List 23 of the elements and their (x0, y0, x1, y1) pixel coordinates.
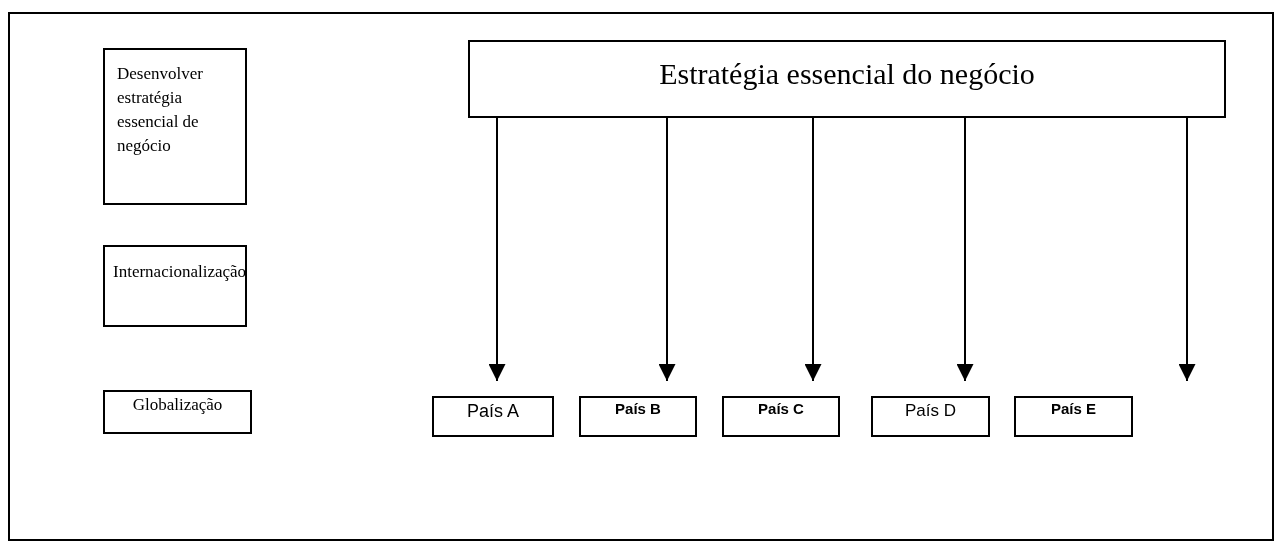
process-box (871, 396, 990, 437)
arrow (488, 117, 506, 382)
process-box (468, 40, 1226, 118)
box-label: Desenvolver estratégia essencial de negócio (117, 63, 204, 157)
process-box (432, 396, 554, 437)
process-box (579, 396, 697, 437)
box-label: Estratégia essencial do negócio (659, 55, 1035, 92)
box-label: Internacionalização (113, 261, 247, 283)
arrow (956, 117, 974, 382)
process-box (103, 245, 247, 327)
arrow (804, 117, 822, 382)
box-label: País B (615, 399, 661, 419)
box-label: País D (905, 400, 956, 422)
box-label: País A (467, 400, 519, 423)
process-box (103, 390, 252, 434)
box-label: Globalização (132, 394, 223, 416)
process-box (722, 396, 840, 437)
arrow (658, 117, 676, 382)
box-label: País E (1051, 399, 1096, 419)
arrow (1178, 117, 1196, 382)
box-label: País C (758, 399, 804, 419)
process-box (1014, 396, 1133, 437)
process-box (103, 48, 247, 205)
